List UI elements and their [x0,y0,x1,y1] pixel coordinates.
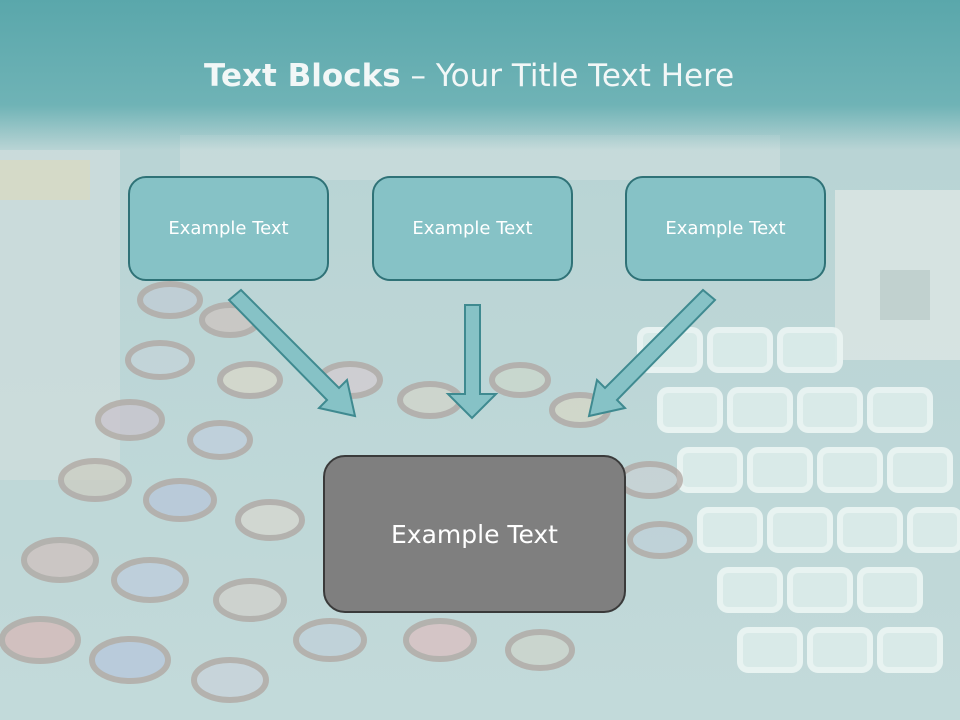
text-block-main: Example Text [323,455,626,613]
title-bar [0,0,960,150]
slide-title: Text Blocks – Your Title Text Here [204,56,734,96]
text-block-1: Example Text [128,176,329,281]
arrow-left [227,288,357,418]
arrow-center [445,304,499,420]
text-block-3: Example Text [625,176,826,281]
title-bold: Text Blocks [204,58,401,94]
text-block-2: Example Text [372,176,573,281]
title-rest: – Your Title Text Here [400,58,735,94]
arrow-right [587,288,717,418]
